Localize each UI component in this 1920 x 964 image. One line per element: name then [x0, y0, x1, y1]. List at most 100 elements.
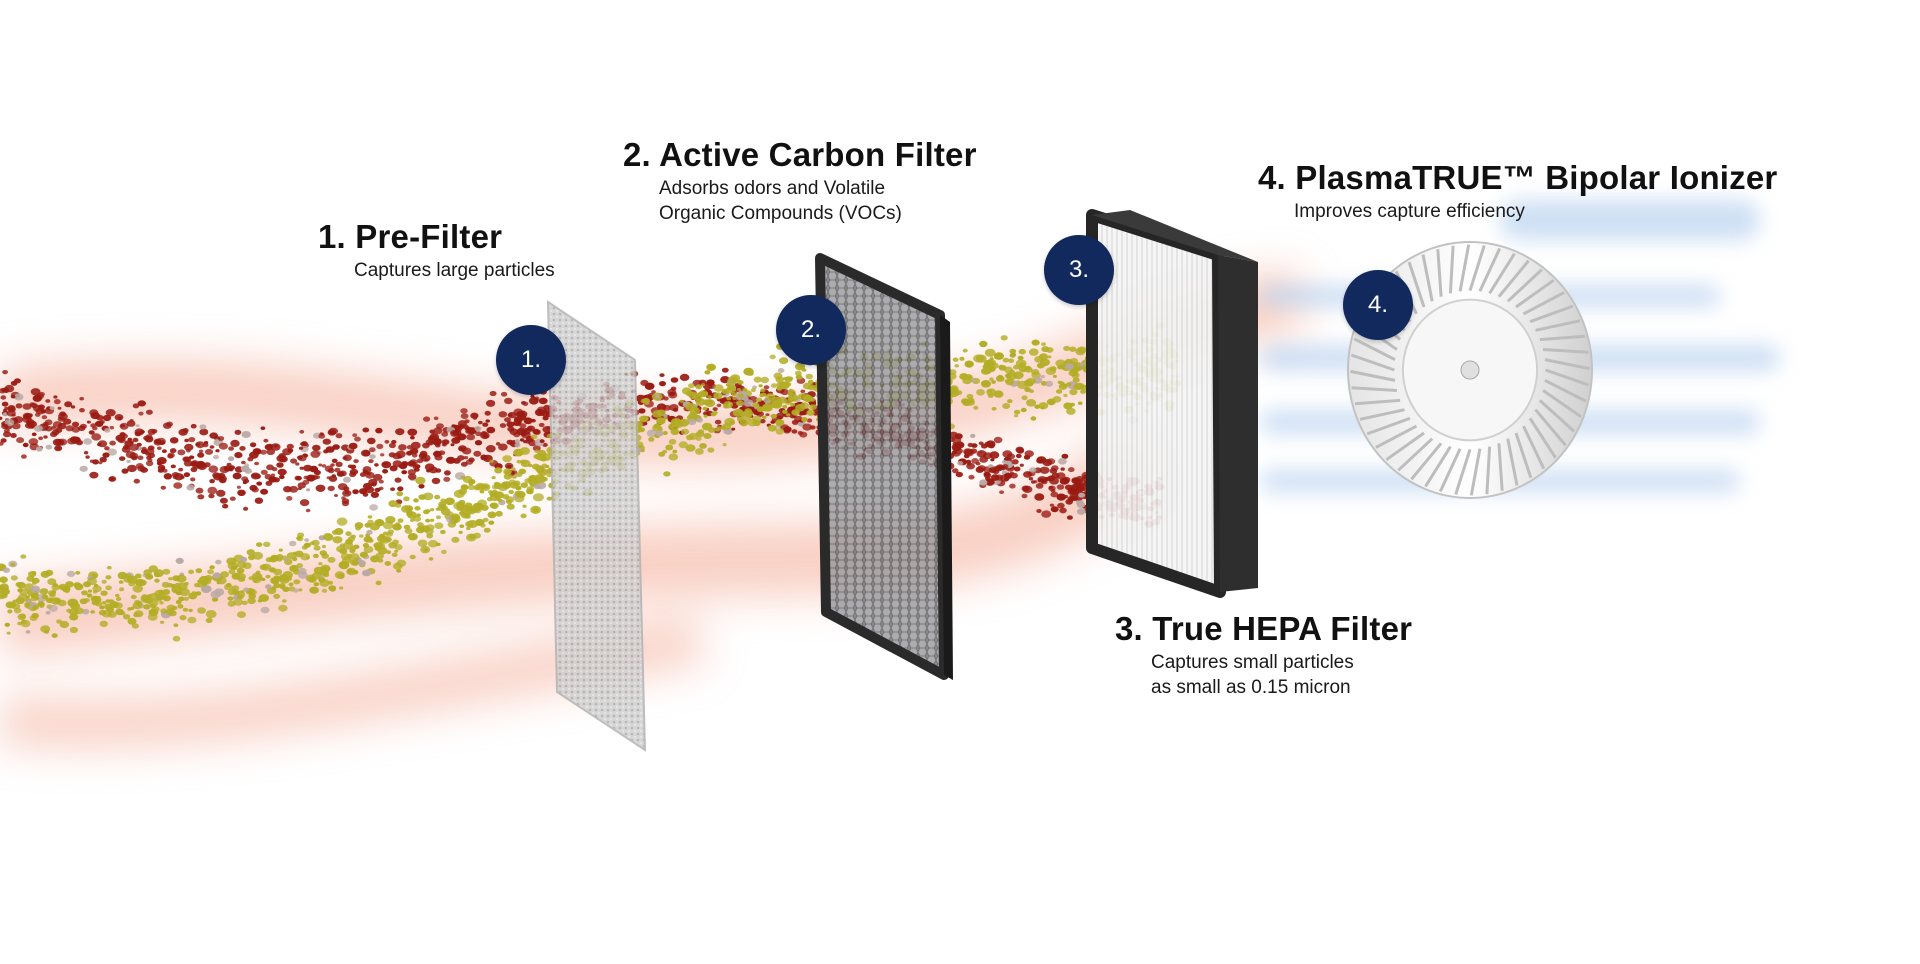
particle: [100, 590, 108, 596]
particle: [425, 518, 431, 523]
particle: [388, 500, 398, 508]
particle: [459, 491, 464, 495]
particle: [791, 429, 798, 434]
particle: [85, 455, 90, 459]
particle: [809, 404, 817, 410]
particle: [420, 545, 431, 554]
particle: [484, 410, 491, 416]
particle: [1010, 352, 1017, 357]
particle: [472, 532, 481, 539]
particle: [182, 607, 189, 612]
particle: [506, 503, 515, 510]
particle: [51, 590, 57, 594]
particle: [156, 461, 163, 466]
particle: [114, 414, 124, 421]
particle: [209, 445, 215, 449]
particle: [465, 520, 474, 528]
particle: [791, 409, 800, 416]
particle: [134, 428, 145, 436]
particle: [173, 482, 183, 489]
particle: [800, 389, 806, 394]
particle: [278, 548, 283, 552]
particle: [203, 462, 211, 468]
particle: [417, 539, 428, 547]
particle: [190, 477, 196, 482]
particle: [20, 619, 27, 625]
particle: [1015, 453, 1022, 459]
particle: [465, 514, 471, 519]
particle: [220, 571, 230, 578]
particle: [699, 443, 707, 449]
particle: [227, 600, 236, 607]
particle: [510, 467, 516, 471]
particle: [962, 348, 968, 353]
particle: [743, 367, 754, 376]
particle: [28, 438, 39, 446]
particle: [348, 553, 360, 562]
particle: [115, 593, 120, 598]
particle: [168, 577, 173, 581]
particle: [0, 395, 7, 400]
particle: [48, 604, 58, 612]
particle: [7, 609, 13, 614]
particle: [480, 431, 490, 440]
particle: [1048, 485, 1053, 490]
particle: [413, 498, 419, 503]
particle: [511, 475, 517, 479]
particle: [92, 585, 102, 593]
particle: [194, 583, 200, 588]
stage-description: Captures small particles as small as 0.1…: [1151, 652, 1354, 698]
particle: [503, 473, 513, 480]
particle: [737, 409, 743, 414]
stage-label-hepa-filter: 3. True HEPA Filter Captures small parti…: [1115, 610, 1412, 700]
particle: [166, 604, 175, 611]
particle: [460, 476, 466, 480]
particle: [459, 511, 466, 516]
particle: [71, 426, 81, 433]
particle: [527, 426, 533, 431]
particle: [227, 596, 234, 601]
particle: [672, 449, 678, 454]
particle: [273, 582, 281, 589]
particle: [1063, 345, 1071, 351]
particle: [242, 600, 248, 606]
particle: [104, 446, 110, 451]
particle: [57, 406, 62, 410]
particle: [417, 522, 424, 528]
particle: [678, 418, 690, 427]
particle: [415, 476, 426, 485]
particle: [216, 576, 227, 585]
particle: [346, 567, 357, 576]
particle: [257, 599, 263, 603]
particle: [79, 408, 85, 413]
particle: [530, 505, 541, 514]
particle: [230, 565, 238, 571]
particle: [487, 511, 497, 519]
particle: [380, 453, 385, 457]
particle: [286, 496, 293, 501]
particle: [229, 496, 236, 501]
particle: [40, 570, 50, 578]
particle: [1003, 472, 1013, 480]
particle: [159, 620, 165, 624]
particle: [94, 420, 104, 427]
particle: [695, 448, 704, 455]
particle: [538, 422, 545, 428]
particle: [126, 420, 136, 427]
particle: [246, 549, 255, 556]
particle: [38, 436, 43, 441]
particle: [401, 470, 408, 475]
particle: [129, 443, 139, 451]
particle: [205, 610, 217, 619]
particle: [386, 550, 392, 555]
particle: [143, 604, 151, 610]
particle: [991, 407, 997, 411]
particle: [802, 382, 812, 390]
particle: [398, 444, 407, 451]
particle: [374, 463, 379, 467]
stage-label-pre-filter: 1. Pre-Filter Captures large particles: [318, 218, 555, 283]
particle: [256, 481, 263, 486]
particle: [31, 577, 40, 584]
particle: [1034, 356, 1044, 363]
particle: [964, 360, 974, 368]
